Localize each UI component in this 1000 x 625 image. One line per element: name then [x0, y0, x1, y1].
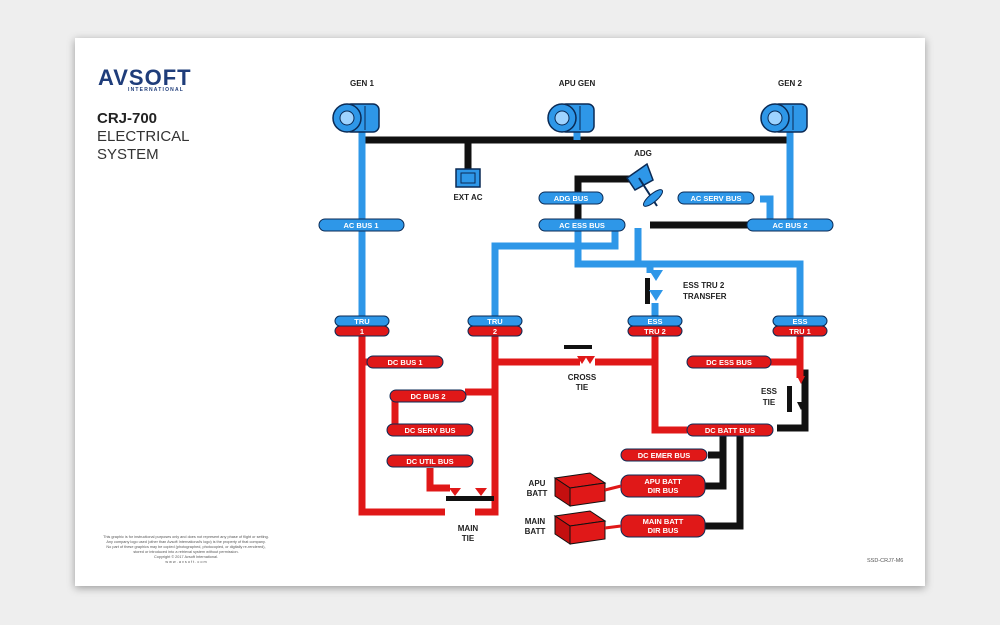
apu-battery-icon	[553, 472, 622, 507]
ac-serv-bus-label: AC SERV BUS	[690, 194, 741, 203]
ac-serv-feed	[760, 195, 774, 222]
dc-bus-1-label: DC BUS 1	[387, 358, 422, 367]
main-batt-label-line2: BATT	[525, 527, 546, 536]
dc-ess-bus-label: DC ESS BUS	[706, 358, 752, 367]
document-id: SSD-CRJ7-M6	[867, 558, 904, 564]
ess-tru1-to-essbus	[765, 336, 804, 366]
batt-to-apu-dir	[705, 455, 727, 490]
adg-line	[574, 175, 633, 196]
ess-tie-contact-top	[797, 376, 805, 384]
ess-tie-switch	[787, 386, 792, 412]
disclaimer-line: No part of these graphics may be copied …	[106, 545, 266, 549]
dc-batt-bus-label: DC BATT BUS	[705, 426, 755, 435]
tru2-top-label: TRU	[487, 317, 502, 326]
tru1-trunk	[358, 336, 445, 516]
ess-tru2-transfer-label-line1: ESS TRU 2	[683, 281, 725, 290]
adg-label: ADG	[634, 149, 652, 158]
ac-ess-bus-label: AC ESS BUS	[559, 221, 605, 230]
ess-tru2-transfer-label-line2: TRANSFER	[683, 292, 727, 301]
apu-batt-dir-bus-label-line1: APU BATT	[644, 477, 682, 486]
diagram-title-line3: SYSTEM	[97, 146, 159, 163]
ess-tru1-bottom-label: TRU 1	[789, 327, 811, 336]
ac-bus-2-label: AC BUS 2	[772, 221, 807, 230]
crosstie-to-ess-tru2	[595, 336, 659, 366]
tru2-bottom-label: 2	[493, 327, 497, 336]
dc-emer-bus-label: DC EMER BUS	[638, 451, 691, 460]
ess-tru2-transfer-contact-b	[649, 290, 663, 301]
dc-wiring	[358, 336, 804, 516]
website-url: w w w . a v s o f t . c o m	[165, 560, 207, 564]
ess-tru2-bottom-label: TRU 2	[644, 327, 666, 336]
diagram-title-model: CRJ-700	[97, 110, 158, 127]
main-batt-dir-bus-label-line2: DIR BUS	[648, 526, 679, 535]
cross-tie-switch	[564, 345, 592, 349]
cross-tie-contact-right	[585, 356, 595, 364]
disclaimer-line: Copyright © 2017 Avsoft International.	[154, 555, 218, 559]
main-batt-label-line1: MAIN	[525, 517, 546, 526]
main-battery-icon	[553, 510, 622, 545]
cross-tie-contact-left	[577, 356, 587, 364]
disclaimer-line: Any company logo used (other than Avsoft…	[106, 540, 266, 544]
main-batt-dir-bus-label-line1: MAIN BATT	[643, 517, 684, 526]
dc-bus-bars	[366, 355, 774, 538]
ess-tru2-transfer-switch	[645, 278, 650, 304]
apu-batt-dir-bus-label-line2: DIR BUS	[648, 486, 679, 495]
logo-wordmark: AVSOFT	[98, 65, 192, 90]
apu-batt-label-line2: BATT	[527, 489, 548, 498]
tru-units	[334, 315, 828, 337]
main-tie-contact-right	[475, 488, 487, 496]
diagram-sheet: AVSOFT INTERNATIONAL CRJ-700 ELECTRICAL …	[75, 38, 925, 586]
ac-bus2-to-ess-tru1	[634, 228, 804, 320]
logo-subtitle: INTERNATIONAL	[128, 87, 185, 93]
avsoft-logo: AVSOFT INTERNATIONAL	[98, 65, 218, 95]
dc-util-bus-label: DC UTIL BUS	[406, 457, 453, 466]
electrical-schematic: GEN 1 APU GEN GEN 2 EXT AC ADG ADG BUS A…	[318, 79, 834, 545]
gen2-symbol	[760, 103, 808, 133]
ac-ess-to-tru2	[491, 228, 619, 320]
ess-tru2-to-battbus	[651, 362, 687, 434]
main-tie-contact-left	[449, 488, 461, 496]
ac-bus-1-label: AC BUS 1	[343, 221, 378, 230]
tru2-to-dcbus2	[465, 336, 499, 396]
ext-ac-symbol	[455, 168, 481, 188]
maintie-right	[475, 478, 499, 516]
ess-tru2-transfer-contact-a	[649, 270, 663, 281]
ac-bus-bars	[318, 191, 834, 232]
tru1-bottom-label: 1	[360, 327, 364, 336]
apugen-symbol	[547, 103, 595, 133]
disclaimer-line: This graphic is for instructional purpos…	[103, 535, 269, 539]
copyright-disclaimer: This graphic is for instructional purpos…	[81, 535, 291, 565]
tru1-top-label: TRU	[354, 317, 369, 326]
ess-tie-label-line2: TIE	[763, 398, 776, 407]
gen1-label: GEN 1	[350, 79, 375, 88]
apu-batt-label-line1: APU	[529, 479, 546, 488]
ext-ac-label: EXT AC	[453, 193, 482, 202]
adg-symbol	[625, 162, 664, 207]
adg-bus-label: ADG BUS	[554, 194, 589, 203]
ac-wiring	[358, 130, 804, 320]
gen1-symbol	[332, 103, 380, 133]
apugen-label: APU GEN	[559, 79, 596, 88]
ess-tie-contact-bottom	[797, 402, 805, 410]
batt-to-main-dir	[705, 433, 744, 530]
switch-symbols	[446, 270, 805, 501]
cross-tie-label-line1: CROSS	[568, 373, 597, 382]
main-tie-label-line2: TIE	[462, 534, 475, 543]
ess-tru1-top-label: ESS	[792, 317, 807, 326]
ess-tru2-top-label: ESS	[647, 317, 662, 326]
diagram-title-line2: ELECTRICAL	[97, 128, 190, 145]
disclaimer-line: stored or introduced into a retrieval sy…	[133, 550, 239, 554]
cross-tie-label-line2: TIE	[576, 383, 589, 392]
dc-serv-bus-label: DC SERV BUS	[404, 426, 455, 435]
main-tie-label-line1: MAIN	[458, 524, 479, 533]
dc-bus-2-label: DC BUS 2	[410, 392, 445, 401]
gen2-label: GEN 2	[778, 79, 803, 88]
main-tie-switch	[446, 496, 494, 501]
ess-tie-label-line1: ESS	[761, 387, 778, 396]
util-to-maintie	[426, 468, 450, 492]
